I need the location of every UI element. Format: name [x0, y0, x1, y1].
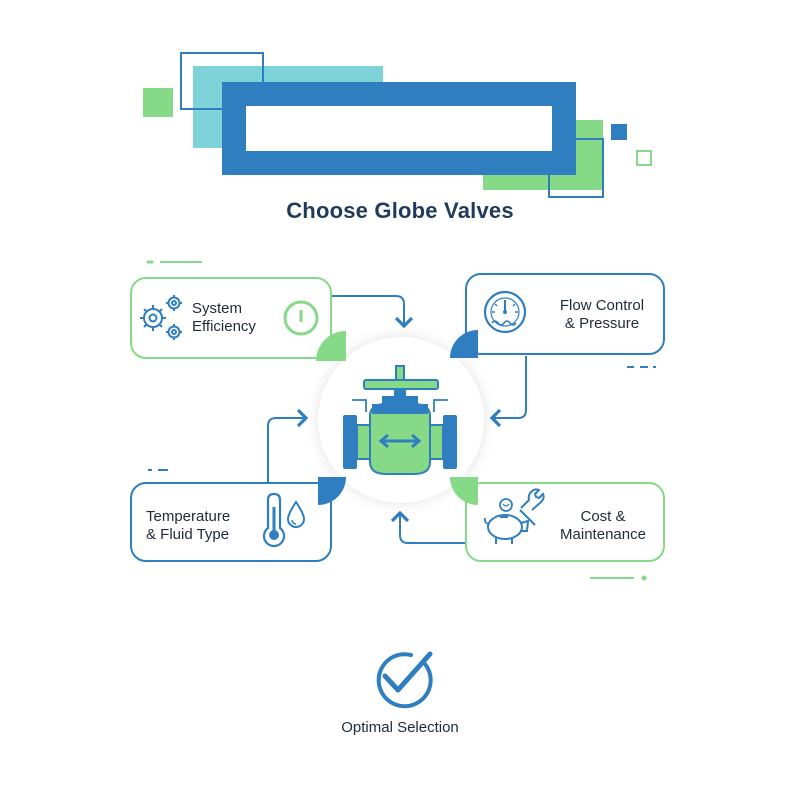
arrow-cost-to-valve [390, 510, 466, 544]
page-title: Choose Globe Valves [286, 198, 514, 223]
card-cost[interactable]: Cost & Maintenance [465, 482, 665, 562]
card-label-flow-control: Flow Control & Pressure [559, 297, 645, 332]
header-small-blue-square [611, 124, 627, 140]
header-small-green-outline [636, 150, 652, 166]
card-label-cost: Cost & Maintenance [560, 508, 646, 543]
card-label-system-efficiency: System Efficiency [192, 300, 256, 335]
arrow-flow-to-valve [489, 356, 527, 428]
card-label-temperature: Temperature & Fluid Type [146, 508, 231, 543]
card-temperature[interactable]: Temperature & Fluid Type [130, 482, 332, 562]
card-system-efficiency[interactable]: System Efficiency [130, 277, 332, 359]
arrow-efficiency-to-valve [332, 295, 414, 329]
card-flow-control[interactable]: Flow Control & Pressure [465, 273, 665, 355]
arrow-temperature-to-valve [267, 408, 309, 482]
header-main-frame [222, 82, 576, 175]
result-label: Optimal Selection [341, 719, 459, 736]
header-green-square [143, 88, 173, 117]
